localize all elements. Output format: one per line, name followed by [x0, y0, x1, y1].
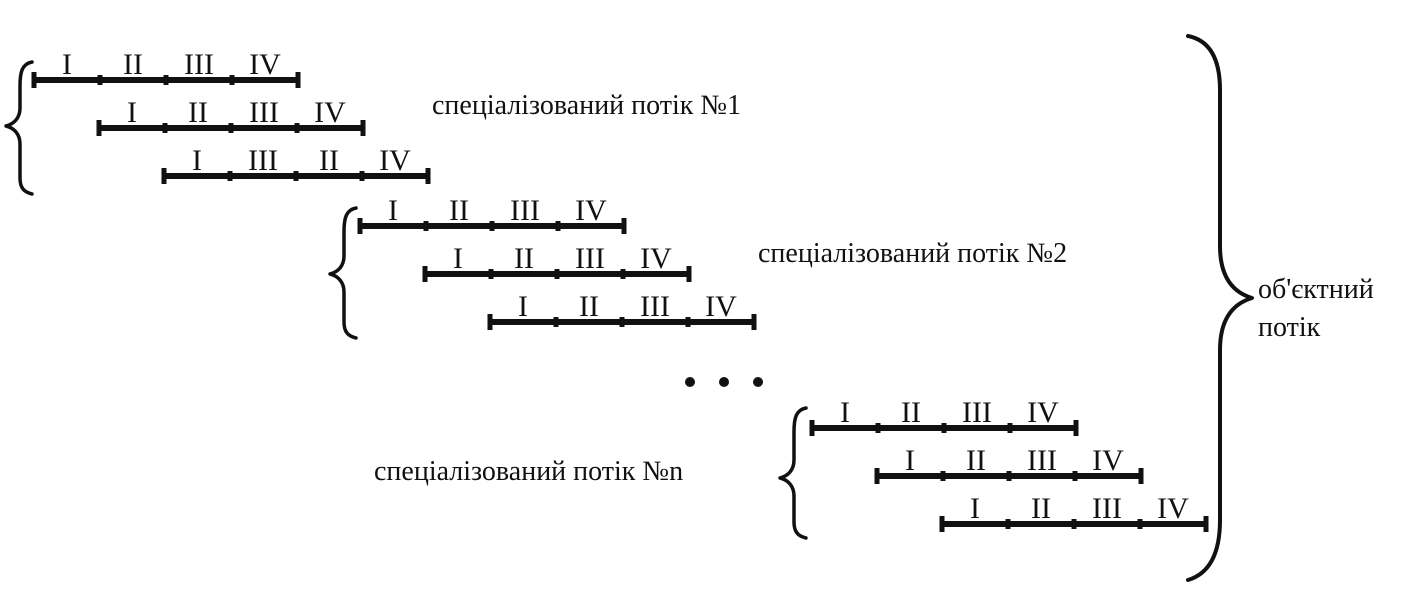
segment-label: I — [453, 242, 463, 275]
segment-label: IV — [640, 242, 672, 275]
segment-label: I — [970, 492, 980, 525]
flow-brace-1 — [4, 60, 34, 196]
segment-label: II — [966, 444, 986, 477]
ellipsis-dots — [685, 377, 763, 387]
flow-brace-n — [778, 406, 808, 540]
segment-label: I — [62, 48, 72, 81]
segment-label: II — [1031, 492, 1051, 525]
segment-label: I — [127, 96, 137, 129]
segment-label: II — [901, 396, 921, 429]
object-flow-brace — [1186, 34, 1254, 582]
segment-label: IV — [575, 194, 607, 227]
segment-label: I — [518, 290, 528, 323]
flow-label-1: спеціалізований потік №1 — [432, 90, 741, 121]
segment-label: IV — [1157, 492, 1189, 525]
segment-label: IV — [705, 290, 737, 323]
segment-label: III — [248, 144, 278, 177]
segment-label: II — [319, 144, 339, 177]
segment-label: I — [192, 144, 202, 177]
flow-label-2: спеціалізований потік №2 — [758, 238, 1067, 269]
ellipsis-dot — [719, 377, 729, 387]
flow-brace-2 — [328, 206, 358, 340]
segment-label: III — [962, 396, 992, 429]
segment-label: II — [123, 48, 143, 81]
segment-label: IV — [1027, 396, 1059, 429]
flow-label-n: спеціалізований потік №n — [374, 456, 683, 487]
segment-label: III — [575, 242, 605, 275]
object-flow-label-line-2: потік — [1258, 312, 1321, 343]
segment-label: II — [188, 96, 208, 129]
segment-label: IV — [379, 144, 411, 177]
segment-label: I — [840, 396, 850, 429]
ellipsis-dot — [753, 377, 763, 387]
segment-label: I — [905, 444, 915, 477]
segment-label: IV — [1092, 444, 1124, 477]
ellipsis-dot — [685, 377, 695, 387]
segment-label: III — [1092, 492, 1122, 525]
segment-label: II — [449, 194, 469, 227]
segment-label: IV — [314, 96, 346, 129]
segment-label: II — [579, 290, 599, 323]
segment-label: II — [514, 242, 534, 275]
segment-label: III — [249, 96, 279, 129]
segment-label: III — [184, 48, 214, 81]
segment-label: I — [388, 194, 398, 227]
segment-label: III — [510, 194, 540, 227]
segment-label: IV — [249, 48, 281, 81]
object-flow-label-line-1: об'єктний — [1258, 274, 1374, 305]
segment-label: III — [640, 290, 670, 323]
segment-label: III — [1027, 444, 1057, 477]
